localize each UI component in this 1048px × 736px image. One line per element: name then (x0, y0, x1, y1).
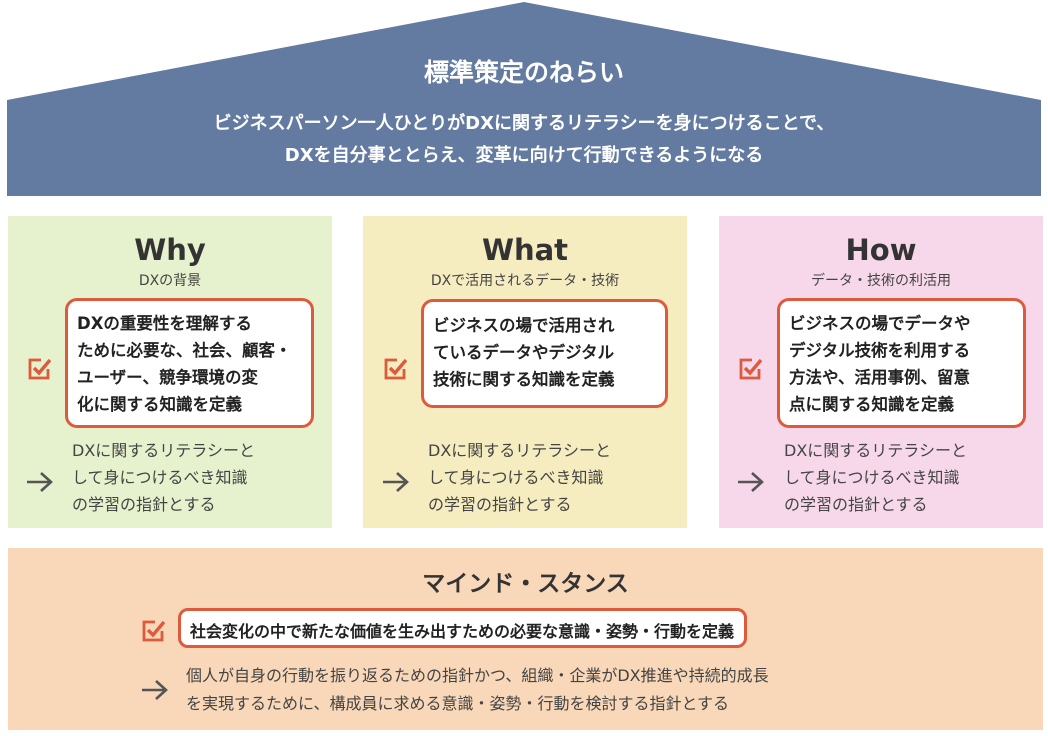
pillar-how-title: How (845, 233, 917, 267)
note-line: して身につけるべき知識 (428, 468, 604, 487)
pillar-what-note: DXに関するリテラシーと して身につけるべき知識 の学習の指針とする (428, 437, 611, 518)
roof-shape (7, 2, 1041, 196)
box-line: ために必要な、社会、顧客・ (77, 341, 292, 360)
note-line: の学習の指針とする (72, 495, 216, 514)
note-line: の学習の指針とする (784, 495, 928, 514)
pillar-why-note: DXに関するリテラシーと して身につけるべき知識 の学習の指針とする (72, 437, 255, 518)
note-line: を実現するために、構成員に求める意識・姿勢・行動を検討する指針とする (186, 694, 730, 713)
arrow-right-icon (27, 472, 53, 492)
box-line: DXの重要性を理解する (77, 314, 252, 333)
pillar-what-title: What (481, 233, 569, 267)
pillar-how-note: DXに関するリテラシーと して身につけるべき知識 の学習の指針とする (784, 437, 967, 518)
pillar-how: How データ・技術の利活用 ビジネスの場でデータや デジタル技術を利用する 方… (719, 216, 1043, 528)
box-line: 点に関する知識を定義 (789, 395, 954, 414)
check-box-icon (384, 358, 407, 380)
note-line: DXに関するリテラシーと (72, 441, 255, 460)
mindset-definition-box: 社会変化の中で新たな価値を生み出すための必要な意識・姿勢・行動を定義 (178, 608, 748, 648)
box-line: 方法や、活用事例、留意 (789, 368, 971, 387)
note-line: の学習の指針とする (428, 495, 572, 514)
box-line: ビジネスの場で活用され (433, 316, 615, 335)
arrow-right-icon (383, 472, 409, 492)
box-line: ユーザー、競争環境の変 (77, 368, 259, 387)
pillar-why-subtitle: DXの背景 (138, 273, 202, 289)
arrow-right-icon (738, 472, 764, 492)
check-box-icon (28, 358, 51, 380)
check-box-icon (142, 620, 165, 642)
box-line: ビジネスの場でデータや (789, 314, 971, 333)
pillar-what-subtitle: DXで活用されるデータ・技術 (430, 273, 620, 289)
roof-line-1: ビジネスパーソン一人ひとりがDXに関するリテラシーを身につけることで、 (213, 113, 835, 134)
roof-line-2: DXを自分事ととらえ、変革に向けて行動できるようになる (284, 145, 764, 166)
mindset-title: マインド・スタンス (422, 571, 629, 597)
box-line: 化に関する知識を定義 (77, 395, 242, 414)
note-line: して身につけるべき知識 (72, 468, 248, 487)
mindset-section: マインド・スタンス 社会変化の中で新たな価値を生み出すための必要な意識・姿勢・行… (8, 548, 1043, 730)
note-line: 個人が自身の行動を振り返るための指針かつ、組織・企業がDX推進や持続的成長 (186, 666, 769, 685)
roof-title: 標準策定のねらい (423, 58, 624, 87)
box-line: 技術に関する知識を定義 (433, 370, 615, 389)
pillar-how-subtitle: データ・技術の利活用 (811, 273, 951, 289)
arrow-right-icon (142, 680, 168, 700)
box-line: ているデータやデジタル (433, 343, 615, 362)
pillar-what: What DXで活用されるデータ・技術 ビジネスの場で活用され ているデータやデ… (363, 216, 687, 528)
roof-description: ビジネスパーソン一人ひとりがDXに関するリテラシーを身につけることで、 DXを自… (0, 108, 1048, 172)
pillar-how-definition-box: ビジネスの場でデータや デジタル技術を利用する 方法や、活用事例、留意 点に関す… (777, 298, 1026, 428)
box-line: デジタル技術を利用する (789, 341, 971, 360)
note-line: して身につけるべき知識 (784, 468, 960, 487)
pillar-why: Why DXの背景 DXの重要性を理解する ために必要な、社会、顧客・ ユーザー… (8, 216, 332, 528)
check-box-icon (739, 358, 762, 380)
note-line: DXに関するリテラシーと (428, 441, 611, 460)
pillar-why-definition-box: DXの重要性を理解する ために必要な、社会、顧客・ ユーザー、競争環境の変 化に… (65, 298, 314, 428)
note-line: DXに関するリテラシーと (784, 441, 967, 460)
pillar-why-title: Why (134, 233, 206, 267)
mindset-note: 個人が自身の行動を振り返るための指針かつ、組織・企業がDX推進や持続的成長 を実… (186, 662, 769, 718)
pillar-what-definition-box: ビジネスの場で活用され ているデータやデジタル 技術に関する知識を定義 (421, 299, 668, 408)
